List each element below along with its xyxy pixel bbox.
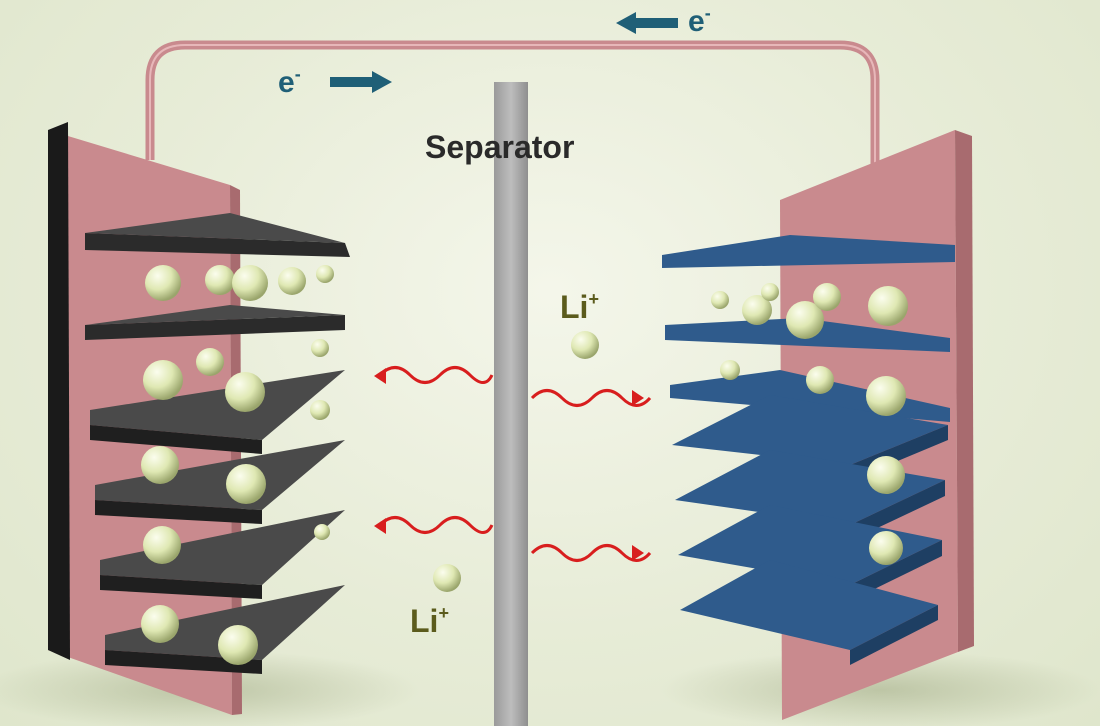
anode-layer [85, 315, 345, 340]
lithium-ion [742, 295, 772, 325]
lithium-ions [141, 265, 908, 665]
lithium-ion [869, 531, 903, 565]
lithium-ion [141, 605, 179, 643]
lithium-ion [316, 265, 334, 283]
anode-layer-top [85, 213, 345, 243]
lithium-ion [761, 283, 779, 301]
electron-label-right: e- [688, 3, 711, 38]
anode-layer [95, 440, 345, 510]
ion-paths [378, 366, 652, 562]
separator [494, 82, 528, 726]
external-wire-highlight [149, 44, 876, 170]
cathode-layer-edge [850, 480, 945, 541]
anode-layer-edge [90, 425, 262, 454]
lithium-ion [218, 625, 258, 665]
cathode-layer [680, 560, 938, 650]
ion-arrowhead-right [632, 390, 644, 406]
li-ion-label-upper: Li+ [560, 289, 599, 325]
cathode-collector-side [955, 130, 974, 652]
lithium-ion [711, 291, 729, 309]
ion-arrowhead-right [632, 545, 644, 561]
ion-path [530, 389, 652, 407]
lithium-ion [433, 564, 461, 592]
ion-arrowhead-left [374, 368, 386, 384]
lithium-ion [226, 464, 266, 504]
lithium-ion [143, 526, 181, 564]
arrow-right-icon [330, 71, 392, 93]
anode-collector-edge [48, 122, 70, 660]
lithium-ion [196, 348, 224, 376]
lithium-ion [314, 524, 330, 540]
lithium-ion [278, 267, 306, 295]
lithium-ion [311, 339, 329, 357]
lithium-ion [720, 360, 740, 380]
arrow-left-icon [616, 12, 678, 34]
separator-label: Separator [425, 129, 574, 165]
anode-layer [85, 233, 350, 257]
cathode-shadow [660, 650, 1100, 726]
lithium-ion [205, 265, 235, 295]
cathode-layer-edge [850, 605, 938, 665]
li-ion-label-lower: Li+ [410, 603, 449, 639]
cathode-layer [678, 505, 942, 585]
lithium-ion [866, 376, 906, 416]
cathode-layer [672, 395, 948, 465]
lithium-ion [145, 265, 181, 301]
lithium-ion [813, 283, 841, 311]
lithium-ion [143, 360, 183, 400]
electron-label-left: e- [278, 64, 301, 99]
lithium-ion [868, 286, 908, 326]
cathode-layer-edge [850, 540, 942, 601]
anode-layer [90, 370, 345, 440]
lithium-ion [806, 366, 834, 394]
lithium-ion [786, 301, 824, 339]
lithium-ion [232, 265, 268, 301]
ion-arrowhead-left [374, 518, 386, 534]
anode-layer-edge [95, 500, 262, 524]
lithium-ion [571, 331, 599, 359]
lithium-ion [310, 400, 330, 420]
anode-layer [100, 510, 345, 585]
anode-layer-edge [100, 575, 262, 599]
ion-path [530, 544, 652, 562]
lithium-ion [867, 456, 905, 494]
ion-path [378, 366, 494, 384]
ion-path [378, 516, 494, 534]
cathode-layer [662, 235, 955, 268]
lithium-ion [141, 446, 179, 484]
lithium-ion [225, 372, 265, 412]
anode-layer-edge [105, 650, 262, 674]
anode-layers [85, 213, 350, 674]
anode-layer-top [85, 305, 345, 325]
